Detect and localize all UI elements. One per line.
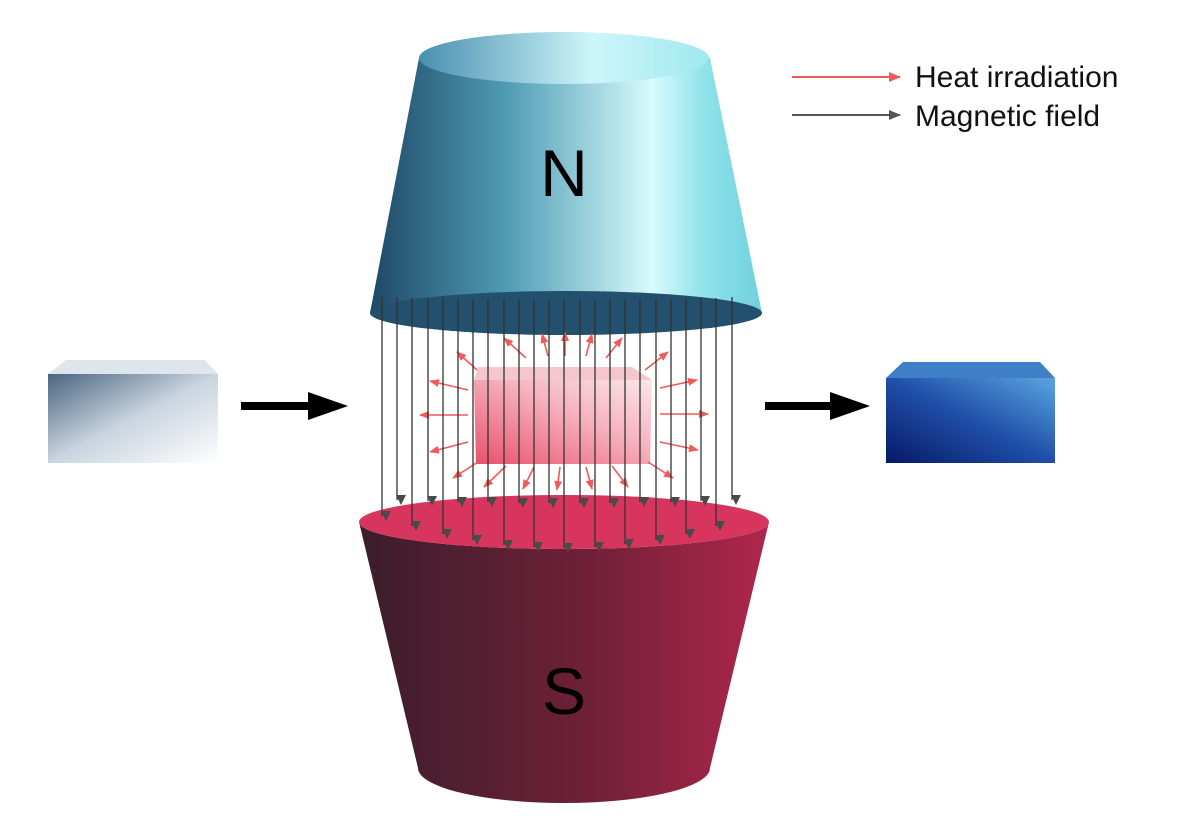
heat-arrow-icon xyxy=(452,461,479,479)
south-pole-label: S xyxy=(542,654,586,728)
north-magnet-bottom-face xyxy=(370,291,762,335)
north-magnet-top xyxy=(419,32,709,84)
heat-arrow-icon xyxy=(659,441,699,453)
north-magnet-body xyxy=(370,58,762,335)
output-sample-body xyxy=(886,378,1055,463)
heat-arrow-icon xyxy=(659,377,698,389)
heat-arrow-icon xyxy=(522,466,535,490)
heat-arrow-icon xyxy=(647,461,674,479)
north-magnet: N xyxy=(370,32,762,335)
heat-arrows xyxy=(419,331,709,491)
heat-arrow-icon xyxy=(605,337,623,359)
south-magnet-body xyxy=(359,522,769,803)
heat-arrow-icon xyxy=(585,333,594,357)
flow-arrow-out xyxy=(765,392,870,420)
heat-arrow-icon xyxy=(540,333,549,357)
flow-arrow-in-head xyxy=(308,392,348,420)
heat-arrow-icon xyxy=(429,379,469,391)
legend: Heat irradiation Magnetic field xyxy=(792,61,1118,133)
field-arrows xyxy=(381,297,741,553)
heat-arrow-icon xyxy=(483,465,507,488)
heat-arrow-icon xyxy=(554,466,563,491)
heat-arrow-icon xyxy=(585,466,594,490)
heat-arrow-icon xyxy=(503,337,527,359)
input-sample-top xyxy=(48,360,218,374)
north-pole-label: N xyxy=(540,136,588,210)
input-sample-body xyxy=(48,374,218,463)
flow-arrow-in-shaft xyxy=(241,402,315,410)
flow-arrow-in xyxy=(241,392,348,420)
output-sample-top xyxy=(886,362,1055,378)
legend-field-label: Magnetic field xyxy=(915,100,1100,133)
heat-arrow-icon xyxy=(456,351,478,371)
legend-heat-label: Heat irradiation xyxy=(915,61,1118,94)
flow-arrow-out-shaft xyxy=(765,402,837,410)
heat-arrow-icon xyxy=(429,441,469,454)
output-sample xyxy=(886,362,1055,463)
input-sample xyxy=(48,360,218,463)
flow-arrow-out-head xyxy=(830,392,870,420)
